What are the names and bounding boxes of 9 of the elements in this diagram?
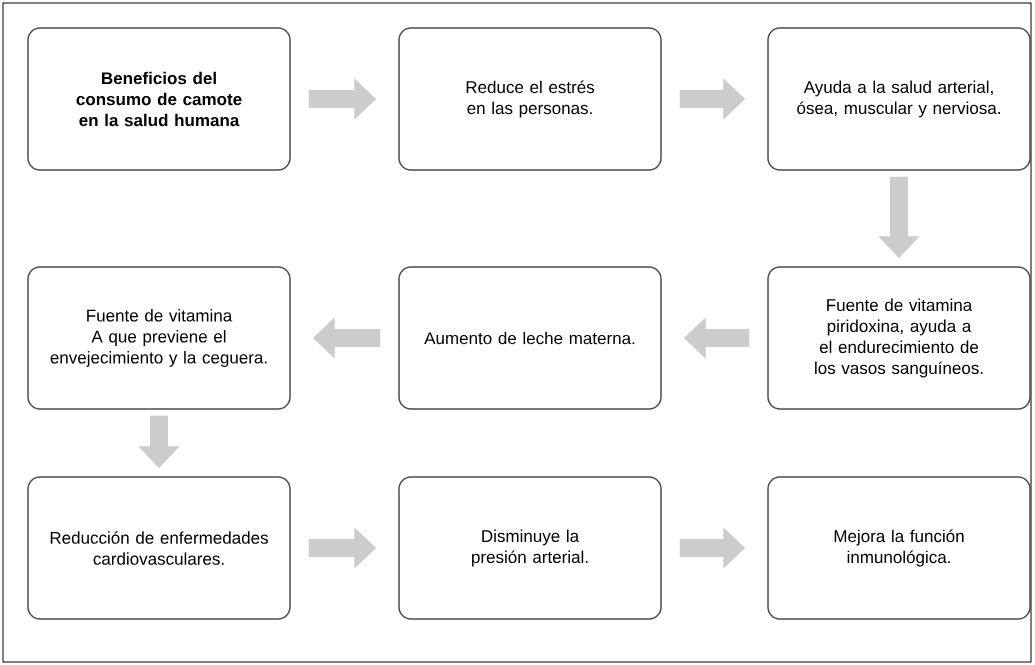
- text-box: Fuente de vitamina A que previene el envejecimiento y la ceguera.: [27, 266, 291, 410]
- text-box: Ayuda a la salud arterial, ósea, muscular y nerviosa.: [767, 27, 1031, 171]
- text-box: Mejora la función inmunológica.: [767, 476, 1031, 620]
- text-box: Fuente de vitamina piridoxina, ayuda a el endurecimiento de los vasos sanguíneos.: [767, 266, 1031, 410]
- text-box: Beneficios del consumo de camote en la salud humana: [27, 27, 291, 171]
- text-box: Reduce el estrés en las personas.: [398, 27, 662, 171]
- text-box: Aumento de leche materna.: [398, 266, 662, 410]
- text-box: Reducción de enfermedades cardiovasculares.: [27, 476, 291, 620]
- text-box: Disminuye la presión arterial.: [398, 476, 662, 620]
